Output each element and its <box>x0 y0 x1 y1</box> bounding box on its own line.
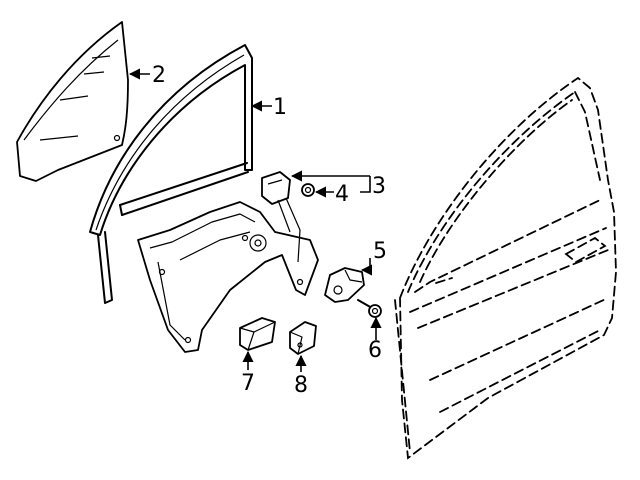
callout-4: 4 <box>335 182 349 207</box>
door-shell-reference <box>394 76 617 460</box>
control-module-part <box>239 317 276 351</box>
bolt-part <box>357 299 382 318</box>
callout-3: 3 <box>372 174 386 199</box>
callout-5: 5 <box>373 239 387 264</box>
bracket-part <box>289 321 317 355</box>
callout-1: 1 <box>273 95 287 120</box>
glass-run-channel-part <box>89 44 253 304</box>
leader-lines <box>128 68 382 372</box>
regulator-motor-part <box>324 267 365 303</box>
callout-8: 8 <box>294 373 308 398</box>
callout-2: 2 <box>152 63 166 88</box>
callout-7: 7 <box>241 371 255 396</box>
callout-6: 6 <box>368 338 382 363</box>
door-glass-part <box>16 21 129 182</box>
window-regulator-part <box>137 171 319 353</box>
